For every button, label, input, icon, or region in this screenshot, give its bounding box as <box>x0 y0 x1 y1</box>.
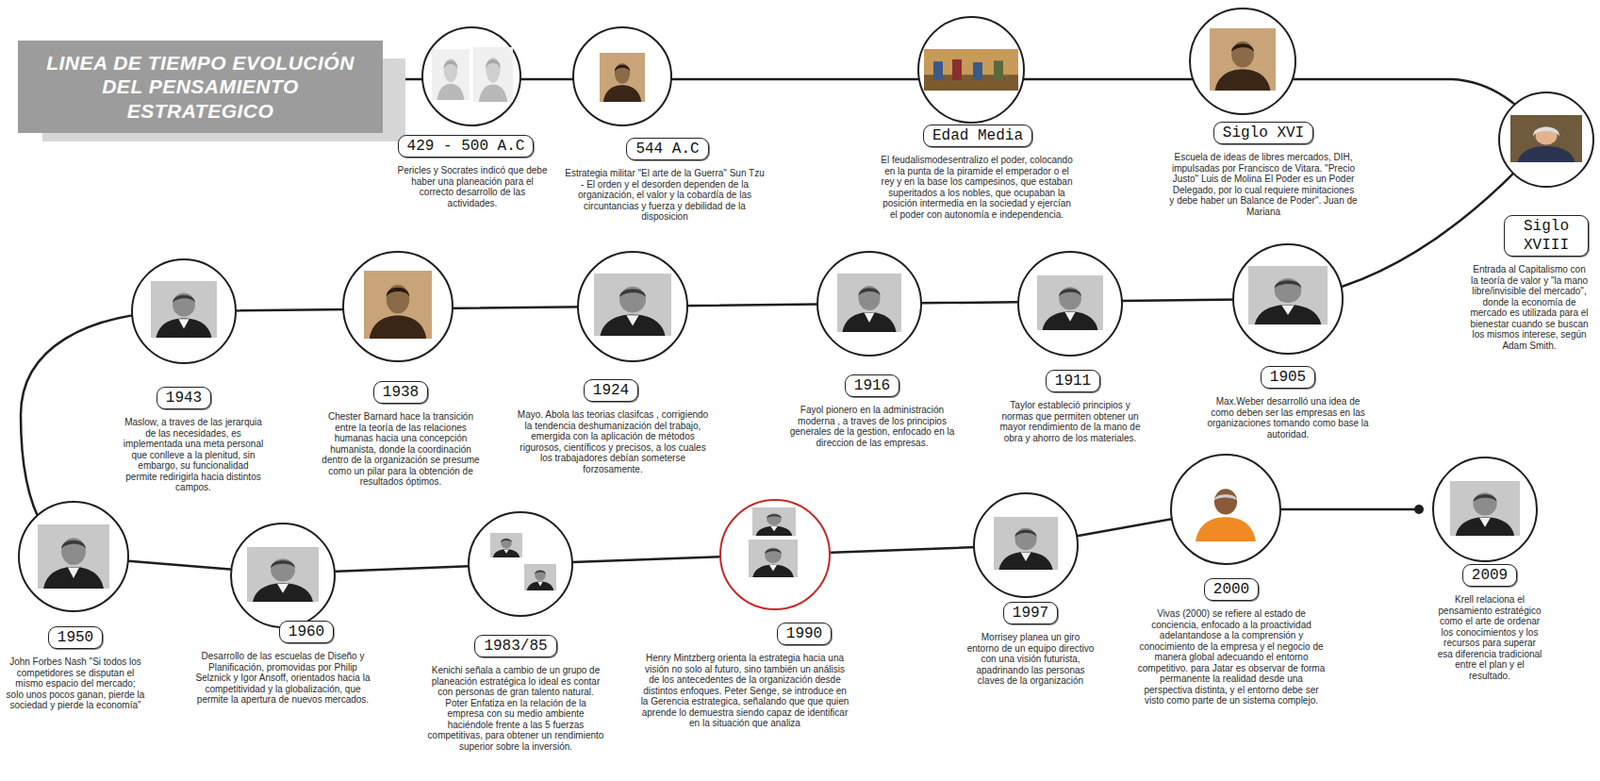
event-circle <box>817 251 922 356</box>
portrait-photo <box>150 280 217 338</box>
event-description: Pericles y Socrates indicó que debe habe… <box>396 164 548 209</box>
event-circle <box>973 493 1078 597</box>
event-description: Fayol pionero en la administración moder… <box>789 404 956 448</box>
event-description: Max.Weber desarrolló una idea de como de… <box>1206 395 1370 440</box>
event-circle <box>1189 8 1296 115</box>
date-label: Siglo XVIII <box>1503 214 1589 257</box>
timeline-line <box>20 79 1547 574</box>
portrait-photo <box>1189 477 1262 542</box>
event-circle <box>468 511 573 616</box>
date-label: 1983/85 <box>474 634 557 658</box>
date-label: 1938 <box>373 380 429 404</box>
timeline-event: Edad Media El feudalismodesentralizo el p… <box>880 124 1074 220</box>
portrait-photo <box>837 273 902 332</box>
event-description: Maslow, a traves de las jerarquia de las… <box>122 416 264 494</box>
event-circle <box>573 27 672 126</box>
portrait-photo <box>593 273 672 336</box>
portrait-photo <box>1450 480 1520 536</box>
timeline-event: 2009Krell relaciona el pensamiento estra… <box>1435 563 1545 681</box>
event-circle <box>577 251 688 362</box>
portrait-photo <box>752 507 796 536</box>
timeline-end-dot <box>1414 504 1424 514</box>
timeline-event: 1943Maslow, a traves de las jerarquia de… <box>122 386 264 494</box>
portrait-photo <box>993 516 1058 570</box>
timeline-event: 1938Chester Barnard hace la transición e… <box>317 380 484 488</box>
event-description: Kenichi señala a cambio de un grupo de p… <box>426 664 606 752</box>
date-label: Siglo XVI <box>1213 121 1314 145</box>
event-circle <box>1433 457 1537 561</box>
timeline-event: 1924Mayo. Abola las teorias clasifcas , … <box>516 379 710 475</box>
event-description: El feudalismodesentralizo el poder, colo… <box>880 154 1074 220</box>
title: LINEA DE TIEMPO EVOLUCIÓN DEL PENSAMIENT… <box>17 40 383 133</box>
event-description: Entrada al Capitalismo con la teoría de … <box>1468 263 1591 351</box>
timeline-event: 1916Fayol pionero en la administración m… <box>789 374 956 448</box>
painting-photo <box>923 49 1019 91</box>
portrait-photo <box>490 532 523 558</box>
timeline-event: 1960Desarrollo de las escuelas de Diseño… <box>193 620 373 706</box>
portrait-photo <box>748 539 798 578</box>
event-description: Escuela de ideas de libres mercados, DIH… <box>1169 151 1358 217</box>
portrait-photo <box>1209 28 1276 91</box>
timeline-event: 1911Taylor estableció principios y norma… <box>994 369 1146 444</box>
event-circle <box>131 259 236 363</box>
event-circle <box>918 16 1024 123</box>
date-label: 1990 <box>776 622 832 645</box>
bust-photo <box>473 47 513 102</box>
portrait-photo <box>37 524 110 589</box>
date-label: 544 A.C <box>626 137 709 161</box>
timeline-event: 1983/85Kenichi señala a cambio de un gru… <box>426 634 606 752</box>
portrait-photo <box>1510 115 1583 163</box>
portrait-photo <box>1248 265 1328 325</box>
event-circle <box>422 27 521 126</box>
portrait-photo <box>363 270 432 339</box>
portrait-photo <box>524 563 557 591</box>
date-label: 429 - 500 A.C <box>397 134 535 158</box>
date-label: 1950 <box>48 626 103 649</box>
portrait-photo <box>247 546 319 602</box>
portrait-photo <box>599 52 645 102</box>
date-label: 2000 <box>1204 577 1259 601</box>
timeline-event: 2000Vivas (2000) se refiere al estado de… <box>1135 577 1329 707</box>
date-label: Edad Media <box>923 124 1033 148</box>
date-label: 1924 <box>583 379 639 402</box>
timeline-event: 544 A.C Estrategia militar "El arte de la… <box>563 137 767 223</box>
event-description: Chester Barnard hace la transición entre… <box>317 411 484 488</box>
event-description: Mayo. Abola las teorias clasifcas , corr… <box>516 409 710 475</box>
timeline-event: 1905Max.Weber desarrolló una idea de com… <box>1206 365 1370 440</box>
event-circle <box>1233 244 1343 354</box>
event-description: Morrisey planea un giro entorno de un eq… <box>967 631 1095 687</box>
date-label: 2009 <box>1462 563 1518 587</box>
event-circle <box>1018 251 1122 356</box>
portrait-photo <box>1037 275 1104 330</box>
date-label: 1916 <box>844 374 900 397</box>
event-description: Vivas (2000) se refiere al estado de con… <box>1135 608 1329 707</box>
timeline-event: 1990Henry Mintzberg orienta la estrategi… <box>640 622 850 729</box>
event-description: Desarrollo de las escuelas de Diseño y P… <box>193 650 373 706</box>
event-circle <box>230 523 335 627</box>
event-circle <box>1499 92 1594 187</box>
timeline-event: Siglo XVI Escuela de ideas de libres merc… <box>1169 121 1358 217</box>
highlighted-event-circle <box>720 499 830 610</box>
title-box <box>17 40 383 133</box>
date-label: 1997 <box>1003 601 1058 625</box>
event-description: Krell relaciona el pensamiento estratégi… <box>1435 593 1545 681</box>
bust-photo <box>431 49 470 100</box>
timeline-event: 1997Morrisey planea un giro entorno de u… <box>967 601 1095 687</box>
event-description: Henry Mintzberg orienta la estrategia ha… <box>640 652 850 729</box>
date-label: 1960 <box>279 620 334 644</box>
event-circle <box>343 251 453 362</box>
date-label: 1905 <box>1260 365 1316 389</box>
timeline-event: 429 - 500 A.C Pericles y Socrates indicó … <box>396 134 548 209</box>
event-circle <box>1171 454 1281 564</box>
timeline-event: Siglo XVIII Entrada al Capitalismo con la… <box>1468 214 1591 351</box>
event-circle <box>18 501 129 611</box>
date-label: 1943 <box>156 386 212 410</box>
timeline-event: 1950John Forbes Nash "Si todos los compe… <box>5 626 146 711</box>
event-description: Taylor estableció principios y normas qu… <box>994 399 1146 444</box>
event-description: Estrategia militar "El arte de la Guerra… <box>563 167 767 223</box>
event-description: John Forbes Nash "Si todos los competido… <box>5 656 146 711</box>
date-label: 1911 <box>1045 369 1101 393</box>
